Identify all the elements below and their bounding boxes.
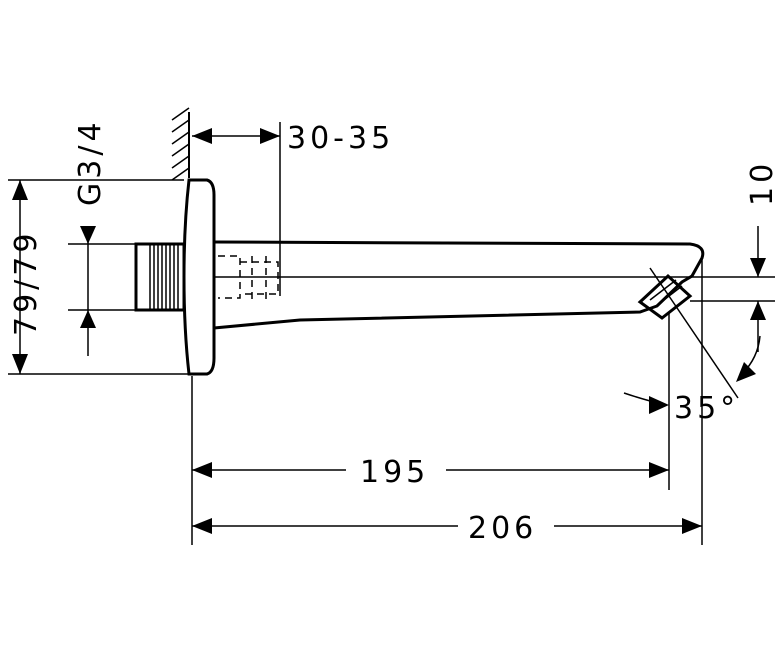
wall-flange bbox=[182, 178, 216, 376]
dim-height bbox=[12, 180, 28, 374]
dim-angle bbox=[623, 267, 761, 414]
label-thread: G3/4 bbox=[73, 118, 108, 206]
spout-body bbox=[213, 240, 705, 330]
label-inner-length: 195 bbox=[360, 455, 429, 490]
label-outlet-depth: 10 bbox=[745, 160, 780, 206]
dim-total-length bbox=[192, 518, 702, 534]
dim-inner-length bbox=[192, 462, 669, 478]
wall-hatch bbox=[171, 107, 190, 181]
dim-thread bbox=[80, 226, 96, 356]
label-wall-offset: 30-35 bbox=[287, 121, 394, 156]
label-height: 79/79 bbox=[9, 230, 44, 336]
label-angle: 35° bbox=[674, 391, 739, 426]
reference-lines bbox=[8, 179, 775, 375]
extension-lines bbox=[191, 122, 703, 545]
thread-connector bbox=[134, 242, 186, 312]
dim-outlet-depth bbox=[750, 226, 766, 352]
hidden-inner-parts bbox=[218, 255, 279, 300]
label-total-length: 206 bbox=[468, 511, 537, 546]
dim-wall-offset bbox=[192, 128, 280, 144]
